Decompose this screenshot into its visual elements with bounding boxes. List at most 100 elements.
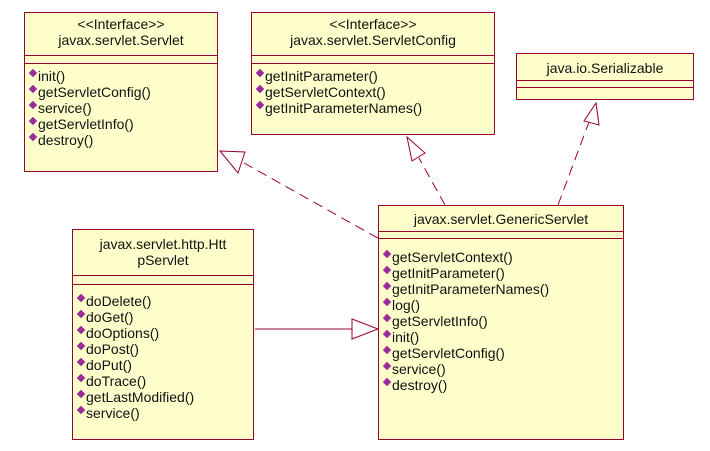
operation-icon [382, 265, 392, 275]
realization-arrowhead-servlet [218, 150, 246, 175]
operation-list: init() getServletConfig() service() getS… [25, 64, 217, 148]
operation-icon [76, 293, 86, 303]
operation: doGet() [76, 309, 253, 325]
operation-icon [382, 249, 392, 259]
realization-line-servlet [243, 162, 393, 247]
operation-list: getServletContext() getInitParameter() g… [379, 239, 623, 393]
divider [25, 63, 217, 64]
operation-label: destroy() [392, 377, 448, 393]
operation-label: doOptions() [86, 325, 160, 341]
operation: getInitParameterNames() [382, 281, 623, 297]
operation-label: init() [392, 329, 420, 345]
operation-icon [382, 329, 392, 339]
operation-label: getServletConfig() [38, 84, 151, 100]
class-header: <<Interface>> javax.servlet.ServletConfi… [252, 13, 494, 55]
operation-label: getServletContext() [392, 249, 513, 265]
operation-label: getServletConfig() [392, 345, 505, 361]
operation-label: log() [392, 297, 421, 313]
operation: getInitParameterNames() [255, 100, 494, 116]
divider [73, 284, 253, 285]
class-name-label-line1: javax.servlet.http.Htt [99, 236, 227, 252]
divider [252, 55, 494, 56]
class-name-label: javax.servlet.Servlet [58, 32, 184, 48]
class-name-label: javax.servlet.GenericServlet [413, 211, 589, 227]
operation-label: destroy() [38, 132, 94, 148]
operation: getServletContext() [255, 84, 494, 100]
operation-label: getInitParameterNames() [392, 281, 550, 297]
operation-icon [382, 345, 392, 355]
class-http-servlet[interactable]: javax.servlet.http.Htt pServlet doDelete… [72, 229, 254, 440]
stereotype-label: <<Interface>> [329, 16, 417, 32]
operation-label: doPut() [86, 357, 132, 373]
class-header: java.io.Serializable [517, 54, 693, 80]
operation: doOptions() [76, 325, 253, 341]
operation-icon [382, 313, 392, 323]
operation: service() [382, 361, 623, 377]
operation-icon [76, 357, 86, 367]
divider [25, 55, 217, 56]
class-servlet-config[interactable]: <<Interface>> javax.servlet.ServletConfi… [251, 12, 495, 135]
realization-arrowhead-serializable [583, 101, 600, 126]
realization-arrowhead-servlet-config [406, 135, 426, 162]
divider [379, 238, 623, 239]
operation: doTrace() [76, 373, 253, 389]
operation: init() [382, 329, 623, 345]
operation-label: getServletInfo() [38, 116, 134, 132]
operation: doDelete() [76, 293, 253, 309]
operation-icon [76, 309, 86, 319]
operation: getServletContext() [382, 249, 623, 265]
attribute-compartment [73, 276, 253, 284]
operation-icon [76, 389, 86, 399]
operation-label: doTrace() [86, 373, 147, 389]
operation-icon [382, 297, 392, 307]
divider [517, 80, 693, 81]
operation: doPut() [76, 357, 253, 373]
operation-list: doDelete() doGet() doOptions() doPost() … [73, 285, 253, 421]
attribute-compartment [252, 56, 494, 63]
operation-icon [382, 361, 392, 371]
operation: service() [76, 405, 253, 421]
operation: getServletInfo() [28, 116, 217, 132]
operation-icon [255, 84, 265, 94]
operation-icon [28, 100, 38, 110]
operation-icon [28, 132, 38, 142]
realization-line-serializable [557, 121, 590, 206]
class-serializable[interactable]: java.io.Serializable [516, 53, 694, 100]
operation: destroy() [382, 377, 623, 393]
class-header: javax.servlet.http.Htt pServlet [73, 230, 253, 275]
operation-icon [76, 341, 86, 351]
operation-label: init() [38, 68, 66, 84]
operation-icon [255, 68, 265, 78]
class-header: <<Interface>> javax.servlet.Servlet [25, 13, 217, 55]
operation: getInitParameter() [382, 265, 623, 281]
operation: getServletConfig() [28, 84, 217, 100]
operation: getServletInfo() [382, 313, 623, 329]
operation-label: doPost() [86, 341, 139, 357]
operation-icon [28, 84, 38, 94]
operation: destroy() [28, 132, 217, 148]
class-servlet[interactable]: <<Interface>> javax.servlet.Servlet init… [24, 12, 218, 172]
operation-list: getInitParameter() getServletContext() g… [252, 64, 494, 116]
class-name-label-line2: pServlet [137, 252, 189, 268]
operation-icon [76, 325, 86, 335]
operation-icon [255, 100, 265, 110]
operation: getInitParameter() [255, 68, 494, 84]
operation-icon [382, 281, 392, 291]
operation-icon [382, 377, 392, 387]
operation: service() [28, 100, 217, 116]
class-generic-servlet[interactable]: javax.servlet.GenericServlet getServletC… [378, 205, 624, 440]
class-name-label: java.io.Serializable [546, 60, 664, 76]
operation-label: doDelete() [86, 293, 152, 309]
operation-icon [28, 68, 38, 78]
operation: init() [28, 68, 217, 84]
class-name-label: javax.servlet.ServletConfig [290, 32, 456, 48]
operation-label: service() [392, 361, 446, 377]
operation-icon [76, 405, 86, 415]
operation-icon [28, 116, 38, 126]
operation-label: getInitParameter() [392, 265, 505, 281]
operation: getServletConfig() [382, 345, 623, 361]
divider [379, 231, 623, 232]
attribute-compartment [25, 56, 217, 63]
stereotype-label: <<Interface>> [77, 16, 165, 32]
